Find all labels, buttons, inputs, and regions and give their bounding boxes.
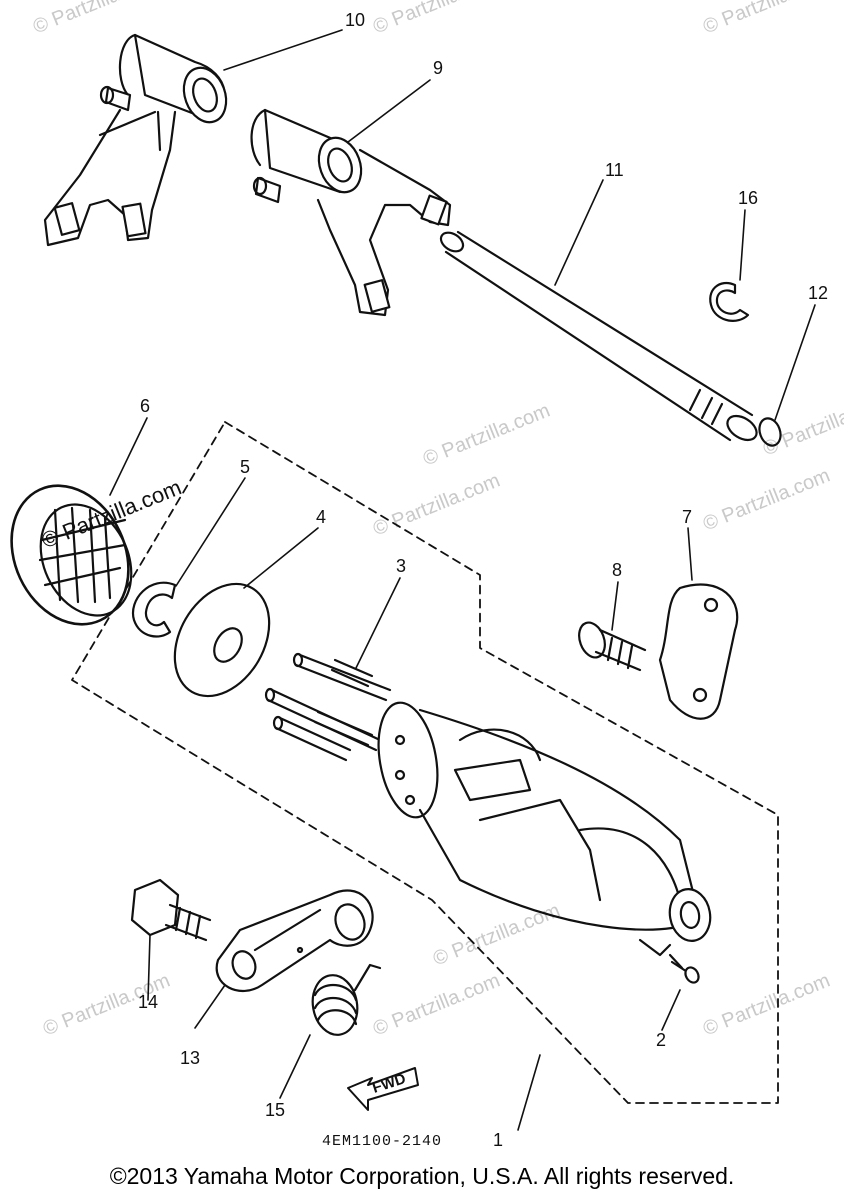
shift-fork-9 (250, 108, 452, 317)
callout-2: 2 (656, 1030, 667, 1050)
bolt-8 (578, 621, 647, 672)
drawing-code: 4EM1100-2140 (322, 1133, 443, 1150)
bolt-14 (130, 878, 212, 942)
assembly-outline (71, 421, 779, 1104)
callout-11: 11 (605, 160, 624, 180)
callout-8: 8 (612, 560, 623, 580)
callout-15: 15 (265, 1100, 286, 1120)
callout-6: 6 (140, 396, 151, 416)
o-ring-12 (758, 417, 782, 447)
shift-lever-13 (215, 889, 374, 993)
fork-shaft-11 (439, 230, 758, 442)
stopper-plate-7 (658, 583, 739, 720)
callout-10: 10 (345, 10, 366, 30)
leader-lines (109, 29, 816, 1131)
callout-4: 4 (316, 507, 327, 527)
callout-12: 12 (808, 283, 829, 303)
bearing-6 (10, 484, 133, 626)
callout-14: 14 (138, 992, 159, 1012)
callout-1: 1 (493, 1130, 504, 1150)
callout-3: 3 (396, 556, 407, 576)
pin-2 (668, 953, 700, 984)
circlip-16 (709, 282, 750, 322)
callout-16: 16 (738, 188, 759, 208)
callout-9: 9 (433, 58, 444, 78)
fwd-arrow-icon (347, 1067, 419, 1111)
shift-cam-1 (377, 701, 712, 957)
torsion-spring-15 (311, 963, 382, 1036)
washer-4 (173, 582, 271, 698)
copyright-notice: ©2013 Yamaha Motor Corporation, U.S.A. A… (109, 1163, 735, 1189)
callout-13: 13 (180, 1048, 201, 1068)
shift-fork-10 (43, 33, 228, 247)
callout-5: 5 (240, 457, 251, 477)
circlip-5 (131, 581, 177, 638)
pins-3 (264, 652, 392, 762)
callout-7: 7 (682, 507, 693, 527)
